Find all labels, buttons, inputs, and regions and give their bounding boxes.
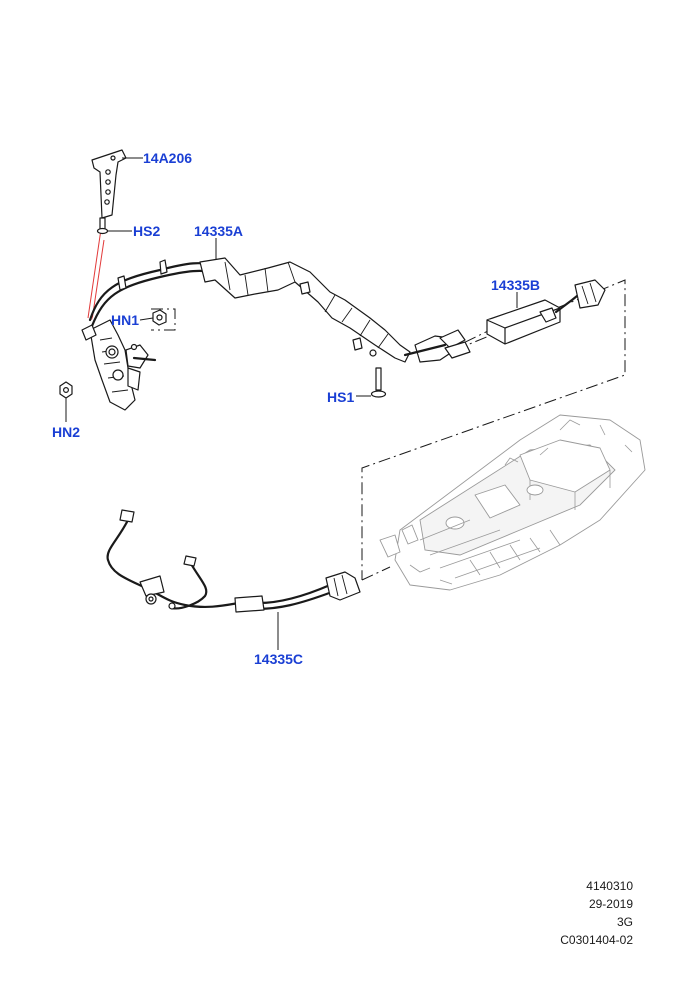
callout-14335b: 14335B [491, 277, 540, 293]
nut-hn2-part [59, 381, 73, 399]
illustration-date: 29-2019 [588, 897, 633, 911]
illustration-revision: 3G [616, 915, 633, 929]
screw-hs1-part [370, 367, 387, 398]
battery-pack-outline [379, 414, 646, 591]
callout-hs2: HS2 [133, 223, 160, 239]
callout-14a206: 14A206 [143, 150, 192, 166]
callout-14335c: 14335C [254, 651, 303, 667]
callout-hn1: HN1 [111, 312, 139, 328]
callout-hn2: HN2 [52, 424, 80, 440]
module-b-part [486, 279, 606, 345]
bracket-part [91, 149, 127, 219]
harness-c-part [106, 509, 361, 613]
nut-hn1-part [152, 309, 167, 326]
screw-hs2-part [96, 217, 109, 235]
callout-hs1: HS1 [327, 389, 354, 405]
illustration-footer: 4140310 29-2019 3G C0301404-02 [560, 877, 633, 949]
callout-14335a: 14335A [194, 223, 243, 239]
illustration-reference: C0301404-02 [560, 933, 633, 947]
illustration-number: 4140310 [586, 879, 633, 893]
harness-a-part [81, 257, 471, 411]
